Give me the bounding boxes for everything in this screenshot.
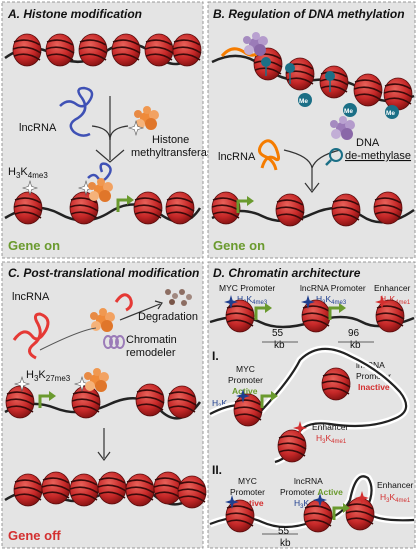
panel-d-state1-myc-status: Active (232, 386, 258, 396)
panel-b-lncrna-label: lncRNA (218, 151, 256, 163)
panel-d-state1-label: I. (212, 349, 219, 363)
panel-d-state1-myc-line1: MYC (236, 364, 255, 374)
panel-d-state2-enh-mark: H3K4me1 (380, 492, 411, 504)
panel-a-bottom-chromatin (4, 180, 202, 225)
panel-a-lncrna-label: lncRNA (19, 122, 57, 134)
panel-b-me-label-1: Me (299, 98, 308, 105)
panel-d-dist1-num: 55 (272, 328, 284, 339)
panel-a-enzyme-line1: Histone (152, 134, 189, 146)
panel-d-state1-enh-mark: H3K4me1 (316, 433, 347, 445)
panel-c-down-arrow (97, 428, 111, 461)
panel-c-recruit-arrow (39, 327, 97, 351)
panel-a-status: Gene on (8, 238, 60, 253)
panel-a-lncrna-squiggle (59, 86, 94, 137)
panel-c-degradation-label: Degradation (138, 311, 198, 323)
panel-c-spring-icon (103, 335, 125, 349)
panel-b-enzyme-line1: DNA (356, 137, 380, 149)
panel-a-mark-label: H3K4me3 (8, 166, 48, 180)
panel-c-degradation-fragments-icon (165, 289, 192, 306)
panel-b: B. Regulation of DNA methylation Me Me M… (207, 1, 416, 259)
panel-b-methyl-pins (261, 57, 399, 119)
panel-d-state2-dist-unit: kb (280, 538, 291, 549)
panel-c-remodeler-line2: remodeler (126, 347, 176, 359)
panel-a-top-chromatin (4, 33, 202, 67)
panel-d-state2-label: II. (212, 463, 222, 477)
panel-d-state2-lnc-line1: lncRNA (294, 476, 323, 486)
panel-c-degradation-arrow (119, 300, 163, 321)
panel-c-remodeler-line1: Chromatin (126, 334, 177, 346)
panel-c-compact-chromatin (4, 471, 207, 509)
panel-c: C. Post-translational modification lncRN… (1, 261, 207, 549)
panel-b-title: B. Regulation of DNA methylation (213, 7, 405, 21)
panel-d-state2-lnc-line2: Promoter Active (280, 487, 343, 497)
panel-b-me-label-3: Me (386, 110, 395, 117)
panel-a-title: A. Histone modification (7, 7, 142, 21)
panel-d-state2-myc-line1: MYC (238, 476, 257, 486)
panel-d-dist2-unit: kb (350, 340, 361, 351)
panel-d-state1-loop (208, 345, 410, 466)
panel-d: D. Chromatin architecture MYC Promoter l… (207, 261, 416, 549)
panel-d-enhancer-label: Enhancer (374, 283, 411, 293)
panel-a-bound-lncrna (87, 162, 112, 182)
panel-b-magnifier-icon (329, 148, 343, 162)
panel-d-state1-enhancer-label: Enhancer (312, 422, 349, 432)
panel-d-state2-loop (208, 472, 415, 533)
panel-b-bottom-chromatin (211, 191, 415, 227)
panel-b-status: Gene on (213, 238, 265, 253)
panel-a-enzyme-line2: methyltransferase (131, 147, 218, 159)
panel-b-lncrna-squiggle (257, 139, 281, 171)
panel-b-enzyme-line2: de-methylase (345, 150, 411, 162)
panel-d-dist1-unit: kb (274, 340, 285, 351)
panel-d-title: D. Chromatin architecture (213, 266, 361, 280)
panel-b-converge-arrow (283, 149, 341, 193)
panel-d-linear-chromatin (209, 295, 415, 333)
panel-c-lncrna-label: lncRNA (12, 291, 50, 303)
panel-c-status: Gene off (8, 528, 61, 543)
panel-d-state2-dist-num: 55 (278, 526, 290, 537)
panel-c-lncrna-squiggle (12, 312, 50, 360)
panel-d-state2-enhancer-label: Enhancer (377, 480, 414, 490)
panel-a-converge-arrow (95, 96, 125, 163)
panel-d-myc-promoter-label: MYC Promoter (219, 283, 275, 293)
panel-d-state1-myc-line2: Promoter (228, 375, 263, 385)
panel-b-me-label-2: Me (344, 108, 353, 115)
panel-b-top-chromatin (211, 47, 415, 111)
panel-c-title: C. Post-translational modification (8, 266, 199, 280)
panel-d-state1-lnc-line2: Promoter (356, 371, 391, 381)
panel-c-mark-label: H3K27me3 (26, 369, 71, 383)
panel-d-state2-myc-line2: Promoter (230, 487, 265, 497)
panel-d-state1-lnc-status: Inactive (358, 382, 390, 392)
panel-d-dist2-num: 96 (348, 328, 360, 339)
panel-d-lncrna-promoter-label: lncRNA Promoter (300, 283, 366, 293)
panel-a: A. Histone modification lncRNA Histone m… (1, 1, 218, 259)
